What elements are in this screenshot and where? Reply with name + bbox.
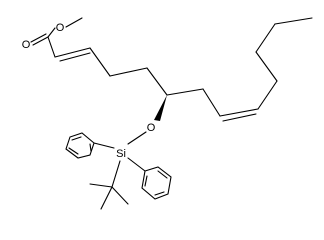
c3-c4-bond bbox=[89, 47, 111, 77]
stereocenter-c6: O bbox=[147, 95, 167, 134]
phenyl-left-hexagon bbox=[65, 132, 95, 159]
c7-c8-bond bbox=[202, 88, 221, 117]
c1-c2-bond bbox=[47, 36, 56, 58]
c8-c9-double-bond-a bbox=[219, 108, 259, 117]
c5-c6-bond bbox=[146, 67, 168, 96]
phenyl-ring-right bbox=[141, 166, 172, 200]
ether-oxygen-label: O bbox=[147, 122, 156, 134]
si-phenyl-right-bond bbox=[127, 157, 146, 172]
c10-c11-bond bbox=[255, 51, 278, 82]
carbonyl-bond-a bbox=[32, 36, 49, 46]
ester-o-c1-bond bbox=[47, 27, 56, 38]
phenyl-ring-left bbox=[65, 132, 95, 159]
tbu-methyl-down bbox=[100, 186, 113, 210]
tert-butyl-group bbox=[89, 183, 129, 210]
tbdps-group: Si bbox=[65, 131, 172, 210]
o-si-bond bbox=[127, 131, 147, 145]
c6-c7-bond bbox=[166, 88, 204, 96]
c8-c9-double-bond-b bbox=[222, 113, 257, 122]
phenyl-left-inner-a bbox=[71, 136, 82, 141]
c12-c13-bond bbox=[274, 17, 313, 25]
phenyl-right-inner-c bbox=[144, 175, 148, 187]
carbonyl-bond-b bbox=[30, 33, 47, 43]
phenyl-right-hexagon bbox=[141, 166, 172, 200]
tbu-methyl-right bbox=[111, 186, 129, 205]
phenyl-right-inner-a bbox=[157, 170, 168, 179]
alkenyl-side-chain bbox=[166, 17, 313, 122]
ester-oxygen-label: O bbox=[56, 22, 65, 34]
carbonyl-oxygen-label: O bbox=[22, 39, 31, 51]
c11-c12-bond bbox=[255, 23, 276, 53]
phenyl-right-inner-b bbox=[154, 191, 165, 196]
c2-c3-double-bond-a bbox=[54, 47, 91, 58]
si-phenyl-left-bond bbox=[93, 142, 115, 149]
c4-c5-bond bbox=[109, 67, 148, 77]
methyl-bond bbox=[65, 17, 83, 28]
methyl-ester-group: O O bbox=[22, 17, 83, 51]
phenyl-left-inner-c bbox=[89, 143, 92, 152]
c9-c10-bond bbox=[257, 80, 278, 110]
main-chain bbox=[47, 36, 168, 96]
wedge-bond bbox=[154, 95, 167, 121]
tbu-methyl-left bbox=[89, 183, 113, 188]
c2-c3-double-bond-b bbox=[59, 52, 91, 62]
silicon-label: Si bbox=[116, 148, 126, 160]
phenyl-left-inner-b bbox=[68, 147, 79, 155]
si-tbu-bond bbox=[111, 160, 121, 188]
chemical-structure-diagram: O O O Si bbox=[22, 17, 313, 210]
